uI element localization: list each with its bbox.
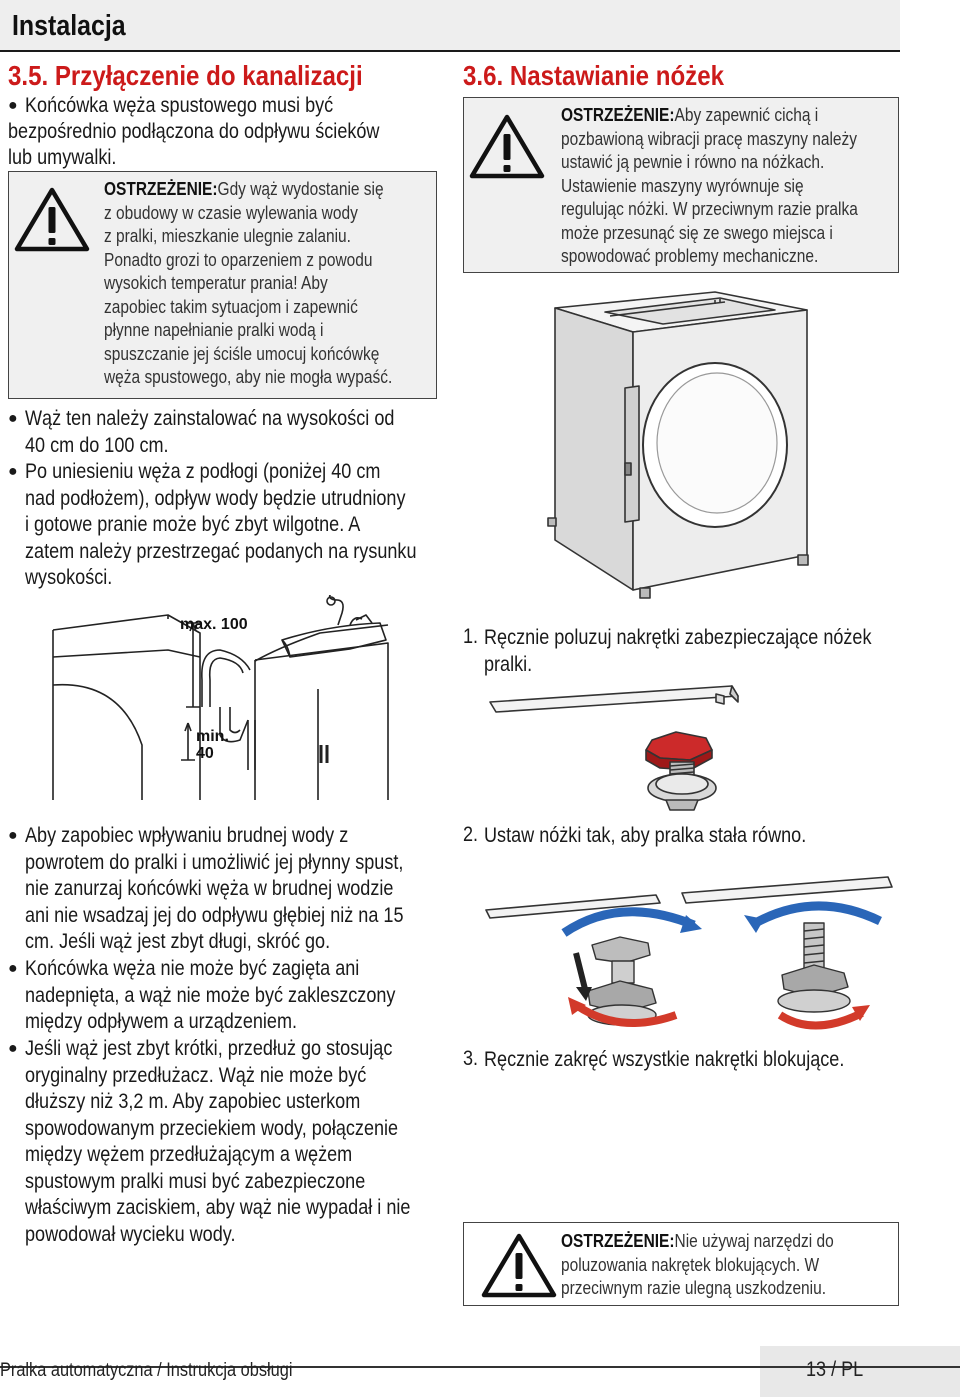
bullet-dot: ●: [8, 97, 18, 114]
warning-box-feet: OSTRZEŻENIE:Aby zapewnić cichą i pozbawi…: [463, 97, 899, 273]
washing-machine-illustration: [547, 291, 809, 599]
bullet-text: Po uniesieniu węża z podłogi (poniżej 40…: [25, 460, 417, 589]
step-text: Ręcznie zakręć wszystkie nakrętki blokuj…: [484, 1048, 845, 1071]
intro-text: Końcówka węża spustowego musi być bezpoś…: [8, 94, 380, 169]
step-number: 3.: [463, 1047, 479, 1070]
warning-text: OSTRZEŻENIE:Gdy wąż wydostanie się z obu…: [104, 179, 393, 387]
drain-hose-illustration: max. 100 min. 40: [52, 595, 389, 800]
warning-text: OSTRZEŻENIE:Aby zapewnić cichą i pozbawi…: [561, 105, 858, 266]
warning-box-tools: OSTRZEŻENIE:Nie używaj narzędzi do poluz…: [463, 1222, 899, 1306]
warning-triangle-icon: [469, 114, 545, 179]
footer-title: Pralka automatyczna / Instrukcja obsługi: [0, 1360, 293, 1381]
bullet-text: Jeśli wąż jest zbyt krótki, przedłuż go …: [25, 1037, 411, 1246]
foot-loosen-illustration: [489, 685, 739, 811]
step-number: 1.: [463, 625, 479, 648]
header-rule: [0, 50, 900, 52]
header-band: [0, 0, 900, 50]
step-number: 2.: [463, 823, 479, 846]
section-title-3-5: 3.5. Przyłączenie do kanalizacji: [8, 60, 363, 91]
min-label-line2: 40: [196, 745, 214, 762]
section-title-3-6: 3.6. Nastawianie nóżek: [463, 60, 724, 91]
footer-rule: [0, 1366, 960, 1368]
step-text: Ręcznie poluzuj nakrętki zabezpieczające…: [484, 626, 872, 676]
bullet-dot: ●: [8, 827, 18, 844]
warning-triangle-icon: [481, 1233, 557, 1298]
bullet-text: Aby zapobiec wpływaniu brudnej wody z po…: [25, 824, 404, 953]
bullet-text: Wąż ten należy zainstalować na wysokości…: [25, 407, 395, 457]
foot-adjust-illustration: [485, 876, 893, 1030]
page-title: Instalacja: [12, 10, 126, 42]
warning-box-drain: OSTRZEŻENIE:Gdy wąż wydostanie się z obu…: [8, 171, 437, 399]
bullet-dot: ●: [8, 410, 18, 427]
min-label-line1: min.: [196, 728, 229, 745]
bullet-dot: ●: [8, 1040, 18, 1057]
max-label: max. 100: [180, 616, 248, 633]
warning-text: OSTRZEŻENIE:Nie używaj narzędzi do poluz…: [561, 1231, 834, 1298]
bullet-dot: ●: [8, 463, 18, 480]
bullet-text: Końcówka węża nie może być zagięta ani n…: [25, 957, 396, 1033]
page-number: 13 / PL: [806, 1358, 864, 1381]
step-text: Ustaw nóżki tak, aby pralka stała równo.: [484, 824, 807, 847]
warning-triangle-icon: [14, 187, 90, 252]
footer-page-background: [760, 1346, 960, 1397]
bullet-dot: ●: [8, 960, 18, 977]
